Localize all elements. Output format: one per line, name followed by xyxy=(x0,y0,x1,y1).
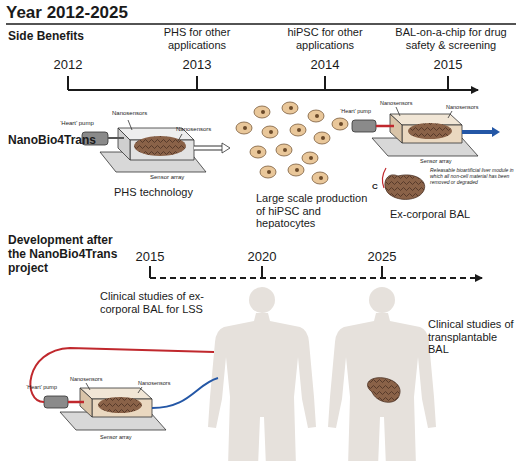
bal-device-patient xyxy=(30,348,218,430)
title: Year 2012-2025 xyxy=(6,3,128,23)
cell-nucleus xyxy=(309,156,313,160)
cell xyxy=(312,172,328,184)
part-label: Sensor array xyxy=(420,158,452,164)
cell-nucleus xyxy=(243,126,247,130)
year: 2015 xyxy=(428,58,468,73)
hepatocyte-cells xyxy=(236,102,348,184)
step-text: Clinical studies of transplantable BAL xyxy=(428,318,520,356)
part-label: Sensor array xyxy=(150,174,184,181)
cell xyxy=(254,106,270,118)
dashed-timeline xyxy=(150,266,482,278)
cell xyxy=(288,164,304,176)
part-label: Nanosensors xyxy=(380,100,412,106)
step-text: Clinical studies of ex-corporal BAL for … xyxy=(100,290,242,315)
year: 2012 xyxy=(48,58,88,73)
part-label: ‘Heart’ pump xyxy=(26,384,57,390)
part-label: Nanosensors xyxy=(138,380,170,386)
row-heading: Development after the NanoBio4Trans proj… xyxy=(8,234,128,275)
part-label: Sensor array xyxy=(100,434,132,440)
cell-nucleus xyxy=(267,170,271,174)
cell-nucleus xyxy=(297,128,301,132)
phs-device xyxy=(82,120,230,172)
step-text: PHS technology xyxy=(114,186,193,199)
cell xyxy=(314,132,330,144)
cell xyxy=(282,102,298,114)
year: 2015 xyxy=(130,250,170,265)
cell-nucleus xyxy=(261,110,265,114)
cell-nucleus xyxy=(295,168,299,172)
cell xyxy=(236,122,252,134)
cell-nucleus xyxy=(315,114,319,118)
cell xyxy=(250,146,266,158)
implanted-liver xyxy=(368,378,401,403)
cell xyxy=(302,152,318,164)
step-text: Large scale production of hiPSC and hepa… xyxy=(256,192,378,230)
bal-device xyxy=(352,107,500,199)
cell xyxy=(260,166,276,178)
cell-nucleus xyxy=(269,130,273,134)
benefit-text: hiPSC for other applications xyxy=(272,26,378,51)
callout-letter: C xyxy=(372,182,378,191)
cell xyxy=(308,110,324,122)
cell-nucleus xyxy=(289,106,293,110)
part-label: Nanosensors xyxy=(446,104,478,110)
part-label: Nanosensors xyxy=(176,126,211,133)
row-heading: NanoBio4Trans xyxy=(8,134,96,148)
human-figure xyxy=(208,287,316,461)
year: 2013 xyxy=(177,58,217,73)
cell-nucleus xyxy=(319,176,323,180)
timeline xyxy=(68,76,478,90)
title-rule xyxy=(6,23,516,25)
part-label: Nanosensors xyxy=(70,376,102,382)
cell xyxy=(276,144,292,156)
cell xyxy=(332,118,348,130)
part-label: ‘Heart’ pump xyxy=(60,120,94,127)
cell-nucleus xyxy=(257,150,261,154)
step-text: Ex-corporal BAL xyxy=(390,208,470,221)
cell xyxy=(262,126,278,138)
cell-nucleus xyxy=(339,122,343,126)
year: 2014 xyxy=(305,58,345,73)
part-label: ‘Heart’ pump xyxy=(340,108,371,114)
benefit-text: BAL-on-a-chip for drug safety & screenin… xyxy=(382,26,520,51)
human-figure xyxy=(328,287,436,461)
benefit-text: PHS for other applications xyxy=(147,26,247,51)
cell-nucleus xyxy=(283,148,287,152)
cell xyxy=(290,124,306,136)
year: 2025 xyxy=(362,250,402,265)
row-heading: Side Benefits xyxy=(8,30,84,44)
cell-nucleus xyxy=(321,136,325,140)
module-note: Releasable bioartificial liver module in… xyxy=(430,168,518,185)
year: 2020 xyxy=(242,250,282,265)
part-label: Nanosensors xyxy=(112,110,147,117)
